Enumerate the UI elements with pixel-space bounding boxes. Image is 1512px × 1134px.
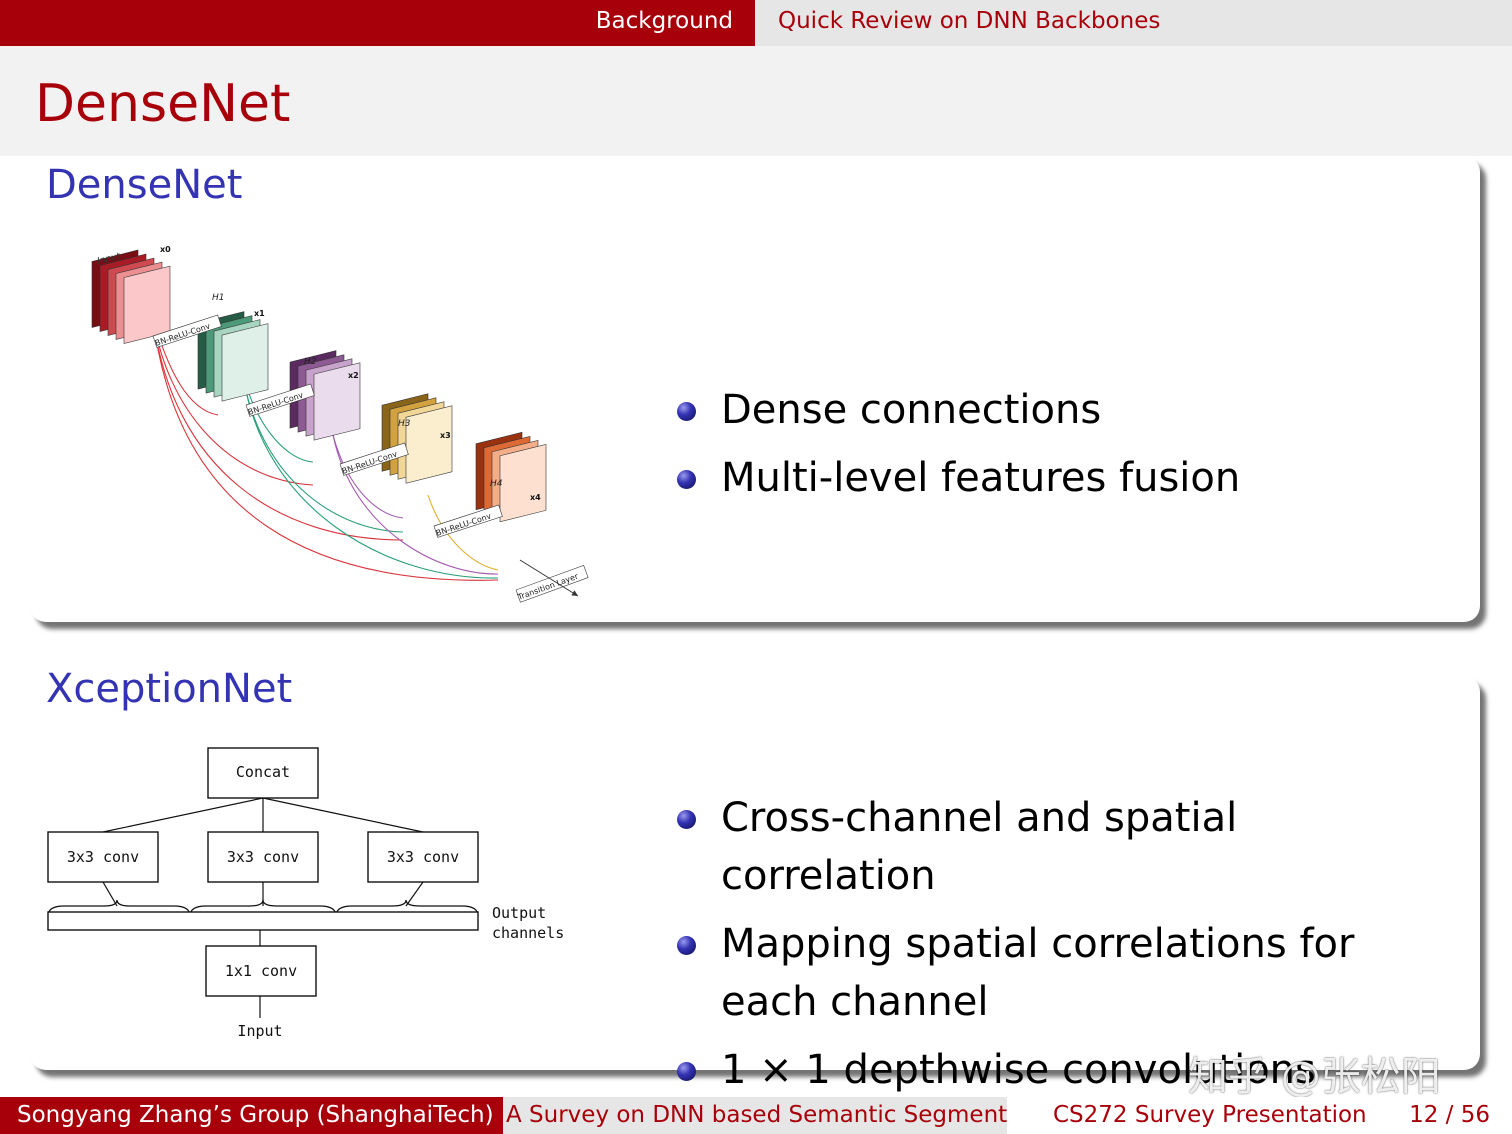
h4-label: H4	[490, 479, 503, 489]
footer-event: CS272 Survey Presentation	[1053, 1102, 1367, 1128]
bullet-icon	[677, 936, 696, 955]
densenet-block-title: DenseNet	[46, 162, 243, 208]
page-number: 12 / 56	[1409, 1102, 1490, 1128]
h1-label: H1	[212, 293, 225, 303]
x0-label: x0	[160, 245, 171, 254]
pointwise-conv-box	[205, 945, 317, 997]
subsection-link[interactable]: Quick Review on DNN Backbones	[778, 8, 1161, 34]
x2-label: x2	[348, 371, 359, 380]
footer-author-box: Songyang Zhang’s Group (ShanghaiTech)	[0, 1097, 503, 1134]
branch-conv-label: 3x3 conv	[67, 848, 139, 866]
page-title: DenseNet	[35, 74, 291, 134]
dense-layer-2-stack	[289, 350, 361, 441]
xceptionnet-block: XceptionNet Concat 3x3 conv 3x3 conv 3x3…	[30, 666, 1480, 1093]
footer-author: Songyang Zhang’s Group (ShanghaiTech)	[17, 1102, 494, 1128]
frame-title-bar: DenseNet	[0, 46, 1512, 156]
input-feature-stack	[91, 249, 171, 344]
x1-label: x1	[254, 309, 265, 318]
list-item: Dense connections	[673, 381, 1441, 439]
densenet-bullets: Dense connections Multi-level features f…	[673, 381, 1441, 517]
h3-label: H3	[398, 419, 411, 429]
output-label: Output	[492, 904, 546, 922]
channels-label: channels	[492, 924, 564, 942]
branch-conv-label: 3x3 conv	[387, 848, 459, 866]
section-link[interactable]: Background	[595, 8, 733, 34]
bullet-icon	[677, 402, 696, 421]
subsection-nav[interactable]: Quick Review on DNN Backbones	[755, 0, 1512, 46]
branch-conv-box	[367, 831, 479, 883]
skip-connections-from-x3	[427, 494, 499, 571]
branch-conv-box	[207, 831, 319, 883]
dense-layer-1-stack	[197, 311, 269, 402]
bullet-icon	[677, 1062, 696, 1081]
footer-event-box: CS272 Survey Presentation 12 / 56	[1007, 1097, 1512, 1134]
list-item: 1 × 1 depthwise convolutions	[673, 1041, 1441, 1099]
xception-module-diagram: Concat 3x3 conv 3x3 conv 3x3 conv Output…	[47, 747, 564, 1040]
output-channels-bar	[47, 911, 479, 931]
dense-layer-4-stack	[475, 431, 547, 523]
bullet-icon	[677, 470, 696, 489]
zhihu-watermark: 知乎 @张松阳	[1188, 1054, 1441, 1100]
densenet-block: DenseNet	[30, 156, 1480, 622]
x4-label: x4	[530, 493, 541, 502]
list-item: Multi-level features fusion	[673, 449, 1441, 507]
footer-bar: Songyang Zhang’s Group (ShanghaiTech) A …	[0, 1097, 1512, 1134]
bullet-icon	[677, 810, 696, 829]
concat-label: Concat	[236, 763, 290, 781]
header-bar: Background Quick Review on DNN Backbones	[0, 0, 1512, 46]
list-item: Cross-channel and spatial correlation	[673, 789, 1441, 905]
densenet-diagram: Input x0 BN-ReLU-Conv H1 x1 BN-ReLU-Conv…	[91, 245, 589, 603]
x3-label: x3	[440, 431, 451, 440]
channel-group-braces	[47, 899, 479, 917]
branch-conv-label: 3x3 conv	[227, 848, 299, 866]
section-nav[interactable]: Background	[0, 0, 755, 46]
concat-box	[207, 747, 319, 799]
skip-connections-from-input	[152, 317, 499, 581]
pointwise-conv-label: 1x1 conv	[225, 962, 297, 980]
xceptionnet-block-title: XceptionNet	[46, 666, 293, 712]
input-label: Input	[237, 1022, 282, 1040]
footer-title-box: A Survey on DNN based Semantic Segmentat…	[503, 1097, 1007, 1134]
xceptionnet-bullets: Cross-channel and spatial correlation Ma…	[673, 789, 1441, 1109]
footer-title: A Survey on DNN based Semantic Segmentat…	[506, 1102, 1007, 1128]
h2-label: H2	[304, 357, 317, 367]
list-item: Mapping spatial correlations for each ch…	[673, 915, 1441, 1031]
